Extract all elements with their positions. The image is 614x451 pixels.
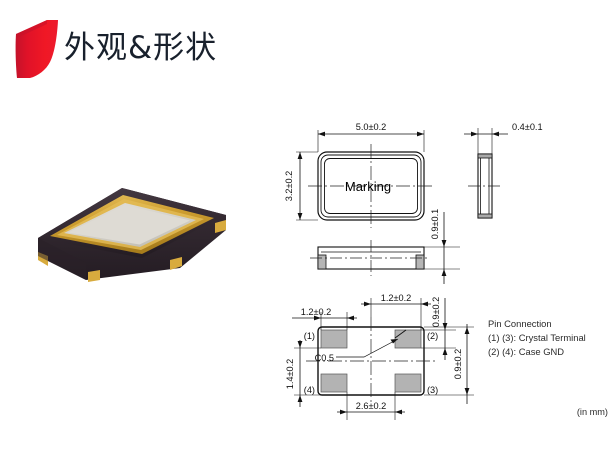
pad-pitch-dimension-label: 1.2±0.2 [381,293,412,303]
pad-span-dimension-label: 2.6±0.2 [356,401,387,411]
pad-offset-top-dimension-label: 0.9±0.2 [431,297,441,328]
crystal-package-illustration [38,188,226,282]
pad-3 [394,373,422,393]
pad-2 [394,329,422,349]
pin-connection-row-2: (2) (4): Case GND [488,346,564,357]
pin-1-label: (1) [304,331,315,341]
pad-1 [320,329,348,349]
chamfer-label: C0.5 [315,353,334,363]
product-photo [30,160,240,310]
pin-3-label: (3) [427,385,438,395]
pad-offset-bottom-dimension [424,324,474,404]
pad-4 [320,373,348,393]
pad-height-left-dimension [294,340,321,407]
pin-4-label: (4) [304,385,315,395]
marking-label: Marking [345,179,391,194]
front-view [310,240,430,276]
pad-span-dimension [337,392,405,420]
pin-2-label: (2) [427,331,438,341]
top-height-dimension [296,151,318,221]
front-height-dimension-label: 0.9±0.1 [430,209,440,240]
pad-pitch-dimension [361,298,431,330]
pad-offset-top-dimension [421,298,456,360]
pad-left-dimension-label: 1.2±0.2 [301,307,332,317]
top-width-dimension-label: 5.0±0.2 [356,122,387,132]
side-thickness-dimension-label: 0.4±0.1 [512,122,543,132]
top-view [308,144,434,228]
pad-offset-bottom-dimension-label: 0.9±0.2 [453,349,463,380]
pad-height-left-dimension-label: 1.4±0.2 [285,359,295,390]
side-thickness-dimension [464,128,508,154]
top-width-dimension [317,130,425,152]
top-height-dimension-label: 3.2±0.2 [284,171,294,202]
page-title: 外观&形状 [64,30,218,66]
unit-note: (in mm) [577,407,608,417]
page-header: 外观&形状 [0,0,614,100]
red-parallelogram-icon [15,20,59,78]
pin-connection-heading: Pin Connection [488,318,552,329]
side-view [468,153,502,219]
pad-left-dimension [292,312,357,330]
front-height-dimension [424,212,460,284]
brand-logo-mark [14,18,60,80]
pin-connection-row-1: (1) (3): Crystal Terminal [488,332,586,343]
bottom-view [306,317,436,405]
dimension-drawing: 5.0±0.2 3.2±0.2 Marking 0.4±0.1 0.9±0.1 … [278,112,614,451]
